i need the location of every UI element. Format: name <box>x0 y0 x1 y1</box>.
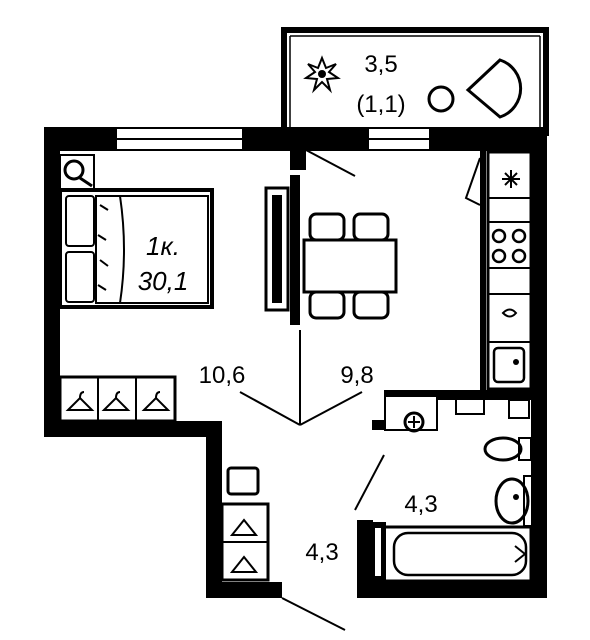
washbasin-icon <box>494 475 533 527</box>
hallway-area: 4,3 <box>305 539 338 566</box>
bedroom-area: 10,6 <box>199 362 246 389</box>
walls <box>44 127 547 598</box>
wardrobe <box>58 375 177 423</box>
hood-icon <box>502 170 520 188</box>
kitchen-area: 9,8 <box>340 362 373 389</box>
balcony-door <box>305 149 356 177</box>
double-bed <box>58 188 214 309</box>
balcony-reduced-area: (1,1) <box>356 91 405 118</box>
oven-icon <box>501 308 518 318</box>
bathroom-area: 4,3 <box>404 491 437 518</box>
hall-wardrobe <box>220 502 270 582</box>
boiler-icon <box>384 395 530 433</box>
hanger-icon <box>65 391 171 411</box>
entrance-door <box>281 597 346 631</box>
round-table-icon <box>427 85 455 113</box>
balcony-area: 3,5 <box>364 51 397 78</box>
dining-table <box>302 212 398 320</box>
quarter-chair-icon <box>465 58 523 119</box>
door-swing-kitchen <box>239 330 363 426</box>
floor-lamp-icon <box>59 154 95 190</box>
hanger-icon <box>229 518 259 573</box>
toilet-icon <box>483 436 532 462</box>
window-bedroom <box>115 127 244 151</box>
tv-stand <box>264 186 290 312</box>
hob-icon <box>491 228 527 264</box>
door-swing-bathroom <box>354 454 385 511</box>
balcony <box>281 27 549 136</box>
apartment-total-area: 30,1 <box>138 266 189 296</box>
bathtub-icon <box>368 522 533 583</box>
fridge-door-icon <box>464 157 481 206</box>
snowflake-plant-icon <box>303 55 341 94</box>
window-kitchen <box>367 127 431 151</box>
sink-icon <box>492 346 526 384</box>
apartment-type: 1к. <box>146 231 180 261</box>
shoe-rack <box>226 466 260 496</box>
